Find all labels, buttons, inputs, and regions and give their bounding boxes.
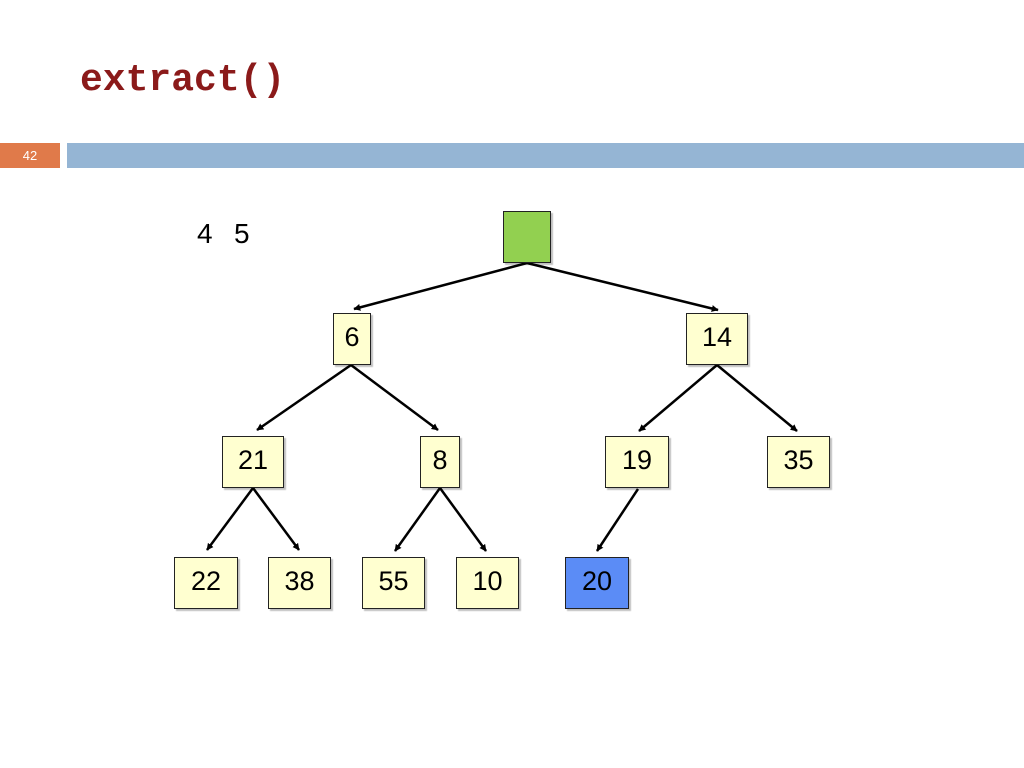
tree-node: 55 <box>362 557 425 609</box>
slide-number: 42 <box>0 143 60 168</box>
edge-root-to-6 <box>353 261 528 311</box>
tree-node: 22 <box>174 557 238 609</box>
slide-title: extract() <box>80 59 286 102</box>
edge-21-to-38 <box>251 487 301 551</box>
tree-node: 10 <box>456 557 519 609</box>
edge-6-to-8 <box>350 363 439 432</box>
tree-node-root <box>503 211 551 263</box>
side-value-2: 5 <box>234 218 250 249</box>
header-bar <box>67 143 1024 168</box>
tree-node: 19 <box>605 436 669 488</box>
edge-14-to-35 <box>716 364 798 432</box>
tree-node: 38 <box>268 557 331 609</box>
edge-21-to-22 <box>205 487 255 551</box>
tree-node: 14 <box>686 313 748 365</box>
tree-node-moved: 20 <box>565 557 629 609</box>
edge-8-to-55 <box>393 487 442 552</box>
tree-node: 21 <box>222 436 284 488</box>
edge-19-to-20 <box>595 488 640 552</box>
edge-14-to-19 <box>638 364 718 432</box>
tree-node: 35 <box>767 436 830 488</box>
tree-node: 8 <box>420 436 460 488</box>
side-value-1: 4 <box>197 218 213 249</box>
edge-root-to-14 <box>526 261 719 312</box>
edge-8-to-10 <box>438 487 488 552</box>
edge-6-to-21 <box>256 363 352 432</box>
tree-node: 6 <box>333 313 371 365</box>
